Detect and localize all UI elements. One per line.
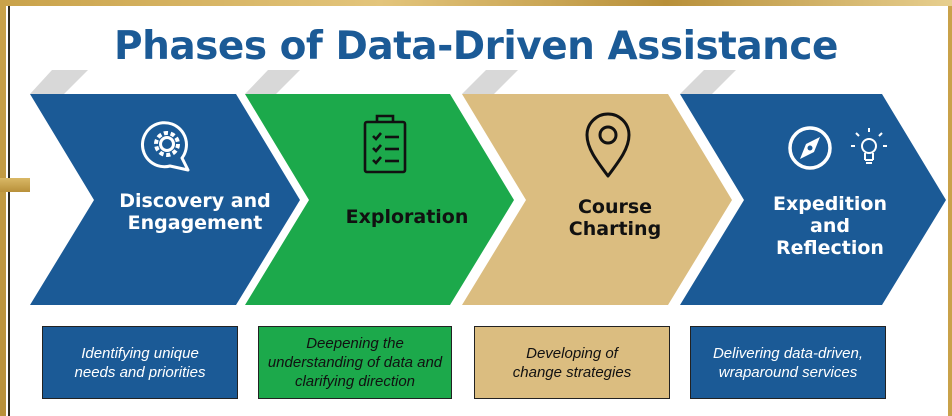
phase-4-label-line-1: Expedition bbox=[772, 193, 887, 215]
frame-notch bbox=[0, 178, 30, 192]
phase-2-description-text: Deepening the understanding of data and … bbox=[267, 335, 443, 390]
chevron-phase-2 bbox=[245, 94, 514, 305]
phase-3-label: Course Charting bbox=[540, 196, 690, 240]
phase-1-description: Identifying unique needs and priorities bbox=[42, 326, 238, 399]
chevron-phase-4 bbox=[680, 94, 946, 305]
chevron-shadow-3 bbox=[462, 70, 518, 94]
phase-3-description-text: Developing of change strategies bbox=[512, 344, 632, 381]
phase-1-description-text: Identifying unique needs and priorities bbox=[74, 344, 206, 381]
phase-2-description: Deepening the understanding of data and … bbox=[258, 326, 452, 399]
gear-in-speech-bubble-icon bbox=[141, 121, 190, 172]
diagram-title: Phases of Data-Driven Assistance bbox=[114, 24, 838, 69]
phase-4-description: Delivering data-driven, wraparound servi… bbox=[690, 326, 886, 399]
phase-3-label-line-2: Charting bbox=[568, 218, 662, 240]
frame-right-border bbox=[948, 6, 952, 416]
phase-4-label: Expedition and Reflection bbox=[755, 193, 905, 259]
chevron-shadow-1 bbox=[30, 70, 88, 94]
chevron-shadow-4 bbox=[680, 70, 736, 94]
phase-2-label-line-1: Exploration bbox=[345, 206, 469, 228]
phase-3-label-line-1: Course bbox=[577, 196, 653, 218]
phase-1-label-line-1: Discovery and bbox=[119, 190, 271, 212]
phase-2-label: Exploration bbox=[322, 206, 492, 228]
phase-3-description: Developing of change strategies bbox=[474, 326, 670, 399]
phase-4-description-text: Delivering data-driven, wraparound servi… bbox=[712, 344, 864, 381]
phase-4-label-line-3: Reflection bbox=[776, 237, 884, 259]
map-pin-icon bbox=[585, 112, 631, 178]
lightbulb-icon bbox=[851, 128, 887, 164]
phase-4-label-line-2: and bbox=[810, 215, 850, 237]
frame-left-inner-line bbox=[8, 6, 10, 416]
chevron-phase-3 bbox=[462, 94, 732, 305]
chevron-phase-1 bbox=[30, 94, 300, 305]
phase-1-label-line-2: Engagement bbox=[127, 212, 263, 234]
frame-top-border bbox=[0, 0, 952, 6]
chevron-shadow-2 bbox=[245, 70, 300, 94]
phase-1-label: Discovery and Engagement bbox=[110, 190, 280, 234]
frame-left-border bbox=[0, 6, 6, 416]
compass-icon bbox=[788, 126, 832, 170]
clipboard-checklist-icon bbox=[363, 114, 407, 174]
